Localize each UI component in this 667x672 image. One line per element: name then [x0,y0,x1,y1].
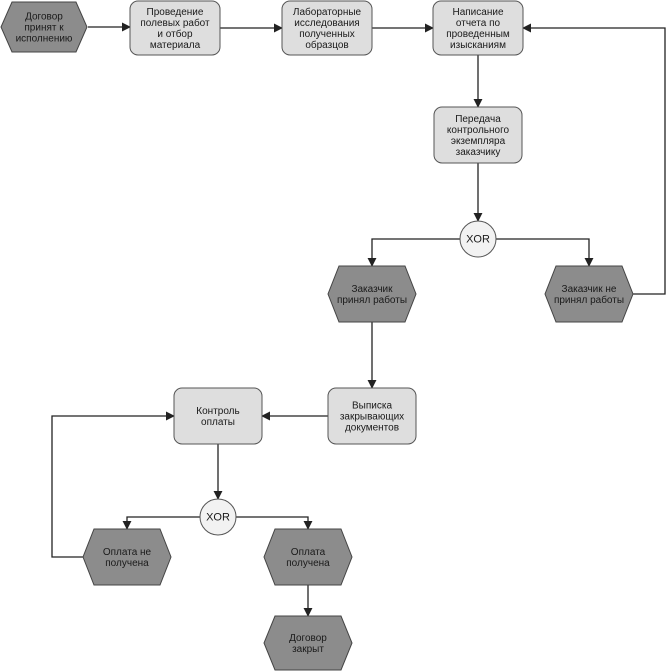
event-hexagon [544,265,634,323]
edge-xor-2-to-payment-not-received [122,516,200,530]
node-label-line: закрыт [292,644,324,655]
node-label-line: исполнению [16,34,73,45]
function-box [281,0,373,56]
node-label-line: Лабораторные [293,6,362,18]
node-label-line: Оплата не [103,547,152,558]
node-label-line: принят к [24,23,64,34]
event-hexagon [263,528,353,586]
node-label-line: Договор [25,12,63,23]
node-label-line: Заказчик [351,284,393,295]
node-label-line: оплаты [201,417,235,428]
node-label-line: образцов [305,39,348,51]
node-label-line: Передача [455,114,501,125]
node-label-line: и отбор [157,28,193,40]
node-label-line: Написание [452,7,503,18]
node-label-line: XOR [466,234,490,246]
function-box [432,0,524,56]
function-box [129,0,221,56]
node-label-line: экземпляра [451,136,506,147]
node-label-line: Проведение [147,7,204,18]
node-label-line: отчета по [456,18,501,29]
node-xor-1: XOR [459,220,497,258]
node-label-line: XOR [206,512,230,524]
node-label-line: принял работы [554,294,624,306]
edge-xor-1-to-customer-accepted [367,238,460,267]
node-label-line: закрывающих [340,412,404,423]
node-label: XOR [206,512,230,524]
edge-payment-not-received-to-payment-control [51,411,175,558]
edges-layer [51,22,666,617]
node-label-line: контрольного [447,125,510,136]
node-label-line: Выписка [352,401,392,412]
node-label-line: материала [150,40,201,51]
node-label-line: полученных [299,29,355,40]
node-label-line: заказчику [456,147,501,158]
node-label-line: проведенным [446,29,510,40]
node-label-line: исследования [294,18,359,29]
edge-xor-2-to-payment-received [236,516,313,530]
function-box [173,387,263,445]
node-label-line: Оплата [291,547,326,558]
node-label-line: изысканиям [450,40,506,51]
event-hexagon [263,615,353,671]
edge-xor-1-to-customer-rejected [496,238,594,267]
node-label-line: полевых работ [140,17,210,29]
node-label-line: Контроль [196,406,239,417]
function-box [433,106,523,164]
xor-connector [459,220,497,258]
node-label: XOR [466,234,490,246]
node-label-line: получена [105,558,149,569]
event-hexagon [82,528,172,586]
node-label-line: Заказчик не [562,284,617,295]
node-label-line: получена [286,558,330,569]
event-hexagon [327,265,417,323]
edge-customer-rejected-to-report-writing [522,23,666,295]
node-xor-2: XOR [199,498,237,536]
function-box [327,387,417,445]
node-label-line: принял работы [337,294,407,306]
node-label-line: Договор [289,633,327,644]
event-hexagon [0,1,88,53]
xor-connector [199,498,237,536]
node-label-line: документов [345,423,399,434]
